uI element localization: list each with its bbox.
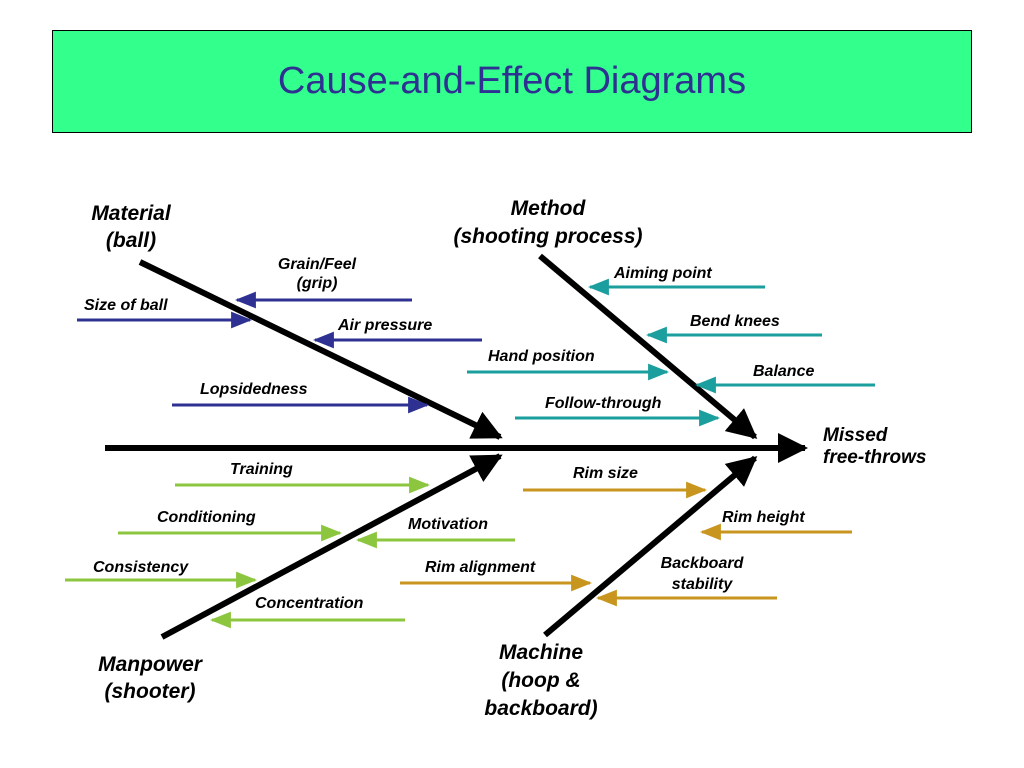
method-label-line2: (shooting process) <box>453 225 642 248</box>
lopsidedness-label: Lopsidedness <box>200 381 308 398</box>
motivation-label: Motivation <box>408 516 488 533</box>
follow-through-label: Follow-through <box>545 395 662 412</box>
method-bone <box>538 253 758 440</box>
effect-label-line2: free-throws <box>823 447 926 468</box>
page-title: Cause-and-Effect Diagrams <box>277 60 747 102</box>
material-label-line2: (ball) <box>106 229 156 252</box>
hand-position-label: Hand position <box>488 348 595 365</box>
consistency-label: Consistency <box>93 559 189 576</box>
bend-knees-label: Bend knees <box>690 313 780 330</box>
manpower-label-line1: Manpower <box>98 653 204 676</box>
backboard-stability-label-line1: Backboard <box>661 555 745 572</box>
manpower-bone <box>160 453 503 640</box>
material-bone <box>138 259 503 440</box>
rim-height-label: Rim height <box>722 509 805 526</box>
method-label-line1: Method <box>511 197 587 220</box>
machine-label-line2: (hoop & <box>501 669 580 692</box>
title-banner: Cause-and-Effect Diagrams <box>52 30 972 133</box>
machine-label-line1: Machine <box>499 641 583 664</box>
machine-label-line3: backboard) <box>484 697 597 720</box>
rim-alignment-label: Rim alignment <box>425 559 536 576</box>
material-label-line1: Material <box>91 202 172 225</box>
machine-bone <box>543 455 758 638</box>
grain-label-line2: (grip) <box>297 275 338 292</box>
concentration-label: Concentration <box>255 595 364 612</box>
manpower-label-line2: (shooter) <box>105 680 196 703</box>
aiming-point-label: Aiming point <box>613 265 712 282</box>
training-label: Training <box>230 461 293 478</box>
size-of-ball-label: Size of ball <box>84 297 168 314</box>
effect-label-line1: Missed <box>823 425 888 446</box>
rim-size-label: Rim size <box>573 465 638 482</box>
grain-label-line1: Grain/Feel <box>278 256 357 273</box>
backboard-stability-label-line2: stability <box>672 576 734 593</box>
air-pressure-label: Air pressure <box>337 317 432 334</box>
conditioning-label: Conditioning <box>157 509 256 526</box>
balance-label: Balance <box>753 363 814 380</box>
